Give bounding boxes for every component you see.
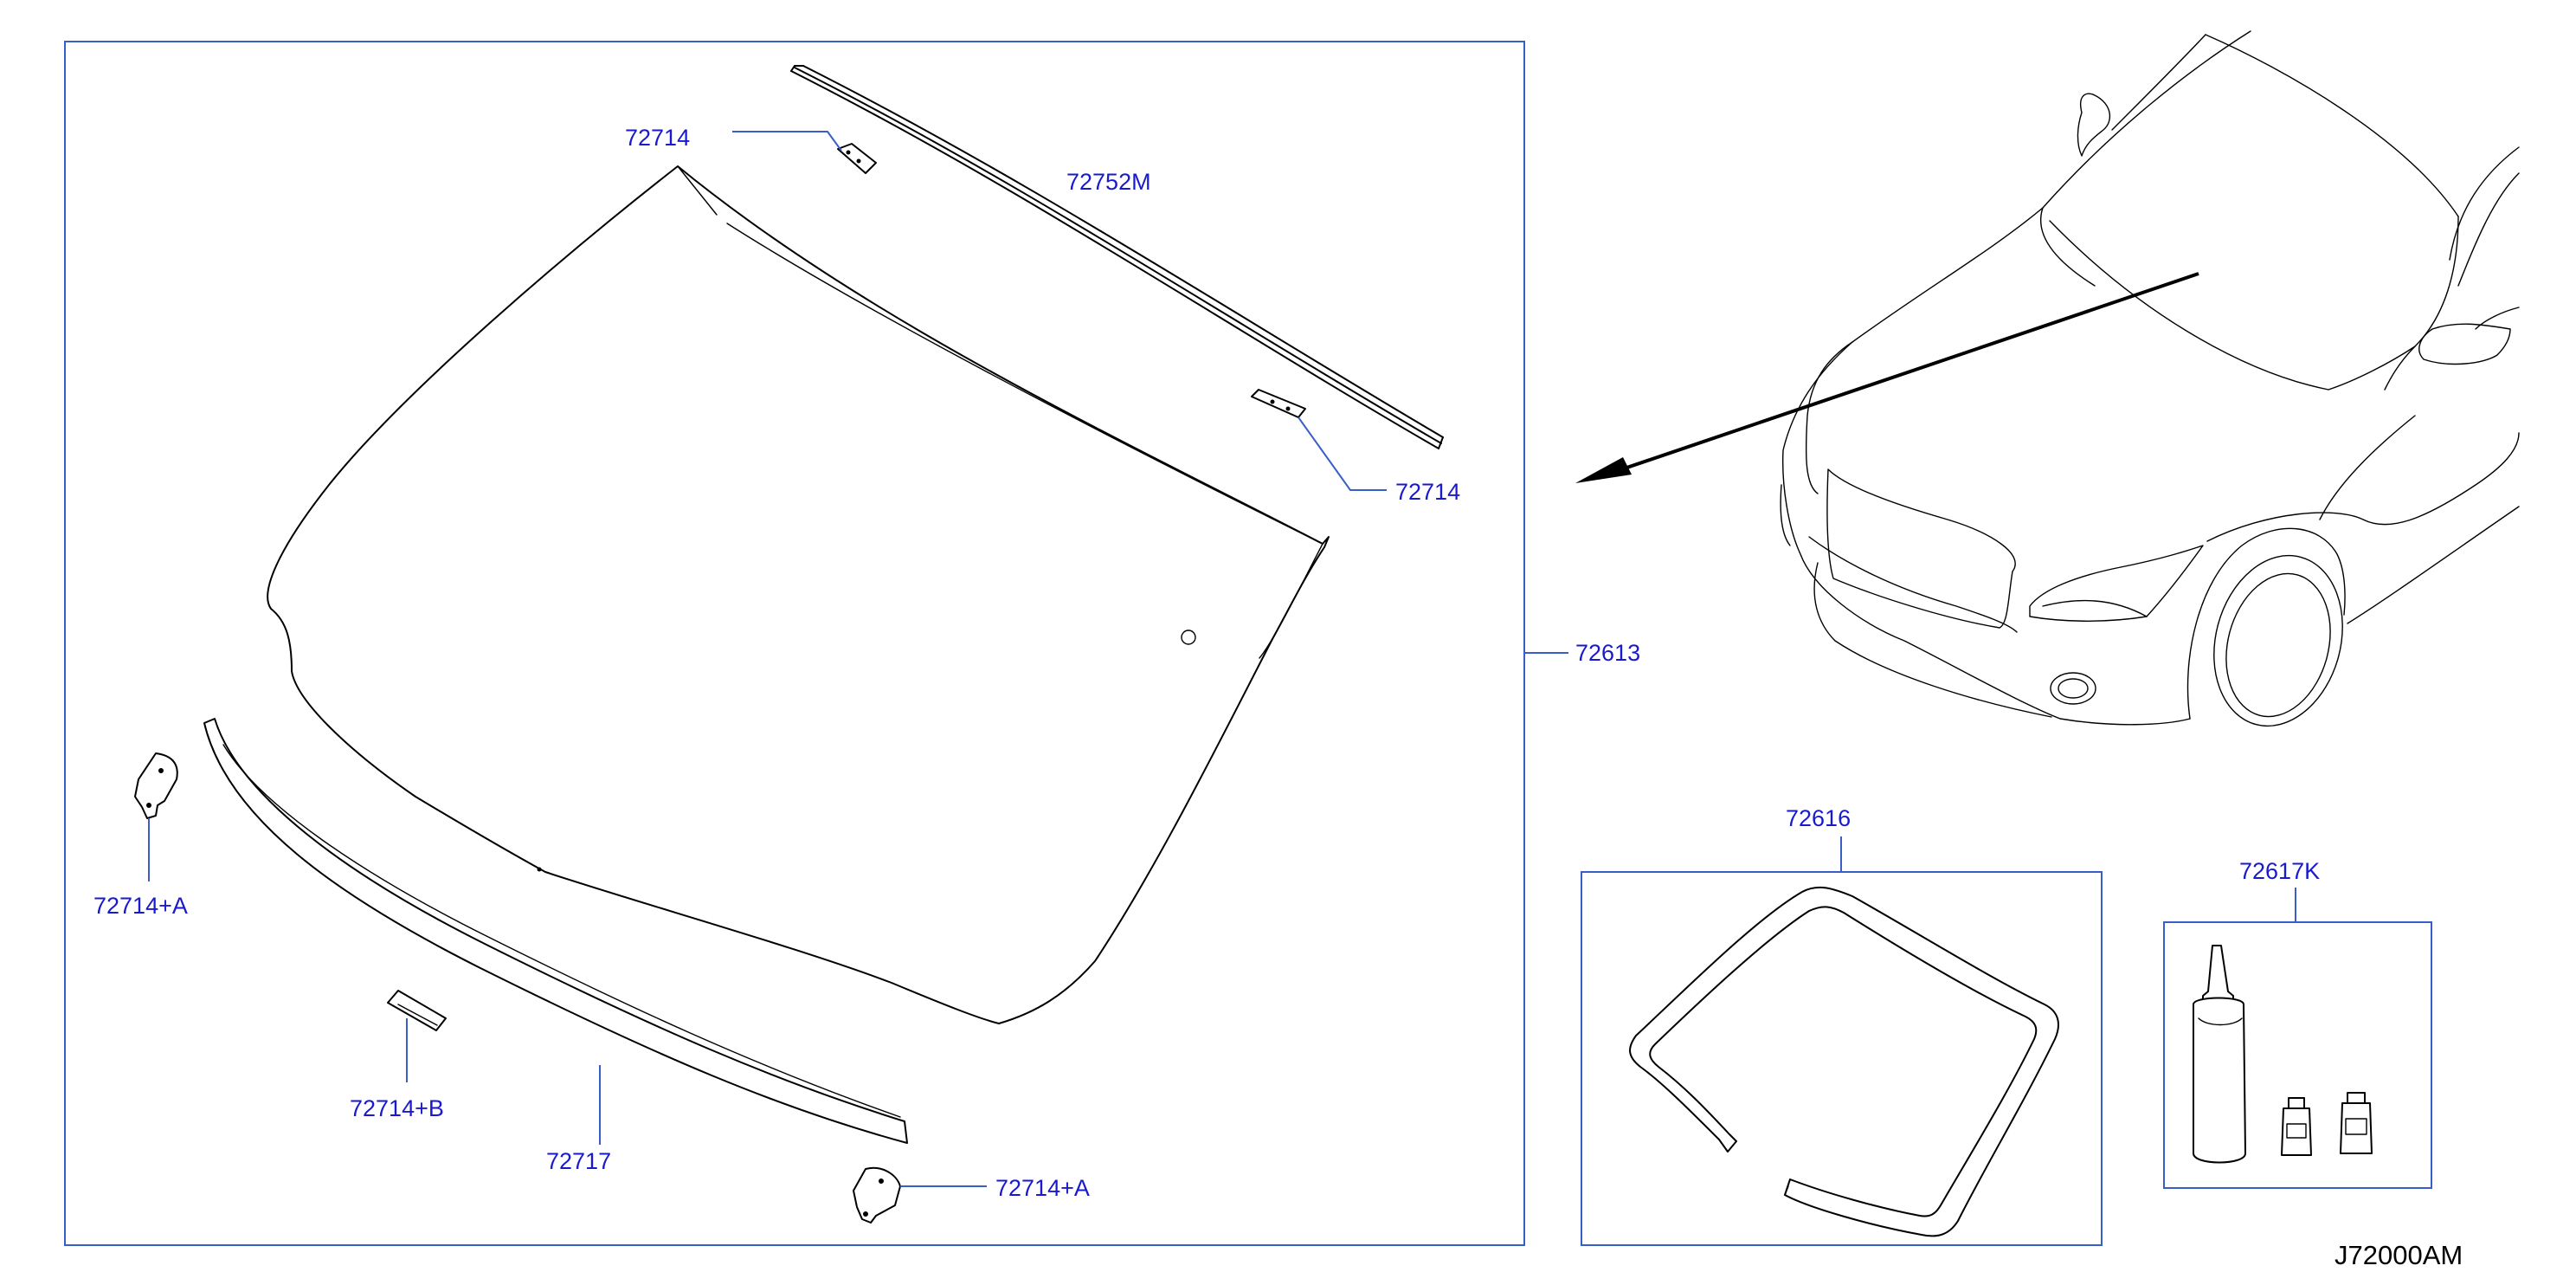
upper-molding[interactable] xyxy=(790,65,1444,449)
label-spacer-b: 72714+B xyxy=(350,1095,444,1121)
clip-left-a[interactable] xyxy=(134,752,178,819)
label-clip-top-left: 72714 xyxy=(625,125,690,151)
label-clip-top-right: 72714 xyxy=(1395,479,1460,505)
spacer-b[interactable] xyxy=(387,990,447,1031)
leader-clip-top-right xyxy=(1298,416,1387,491)
leader-clip-top-left xyxy=(732,131,842,152)
lower-molding[interactable] xyxy=(203,718,908,1144)
label-adhesive-kit: 72617K xyxy=(2239,858,2320,884)
dam-rubber[interactable] xyxy=(1629,886,2059,1237)
clip-bottom-a[interactable] xyxy=(853,1166,901,1224)
car-illustration xyxy=(1780,30,2520,727)
clip-top-right[interactable] xyxy=(1251,389,1306,418)
windshield-glass[interactable] xyxy=(267,165,1330,1024)
label-dam-rubber: 72616 xyxy=(1786,805,1851,831)
clip-top-left[interactable] xyxy=(837,143,877,174)
label-clip-bottom-a: 72714+A xyxy=(995,1175,1090,1201)
label-clip-left-a: 72714+A xyxy=(93,893,188,919)
direction-arrow xyxy=(1575,272,2199,483)
label-windshield-glass: 72613 xyxy=(1575,640,1640,666)
adhesive-kit[interactable] xyxy=(2193,945,2373,1164)
label-molding-lower: 72717 xyxy=(546,1148,611,1174)
windshield-frame xyxy=(64,41,1525,1246)
diagram-code: J72000AM xyxy=(2334,1240,2463,1270)
label-molding-upper: 72752M xyxy=(1066,169,1151,195)
adhesive-kit-frame xyxy=(2163,921,2432,1189)
